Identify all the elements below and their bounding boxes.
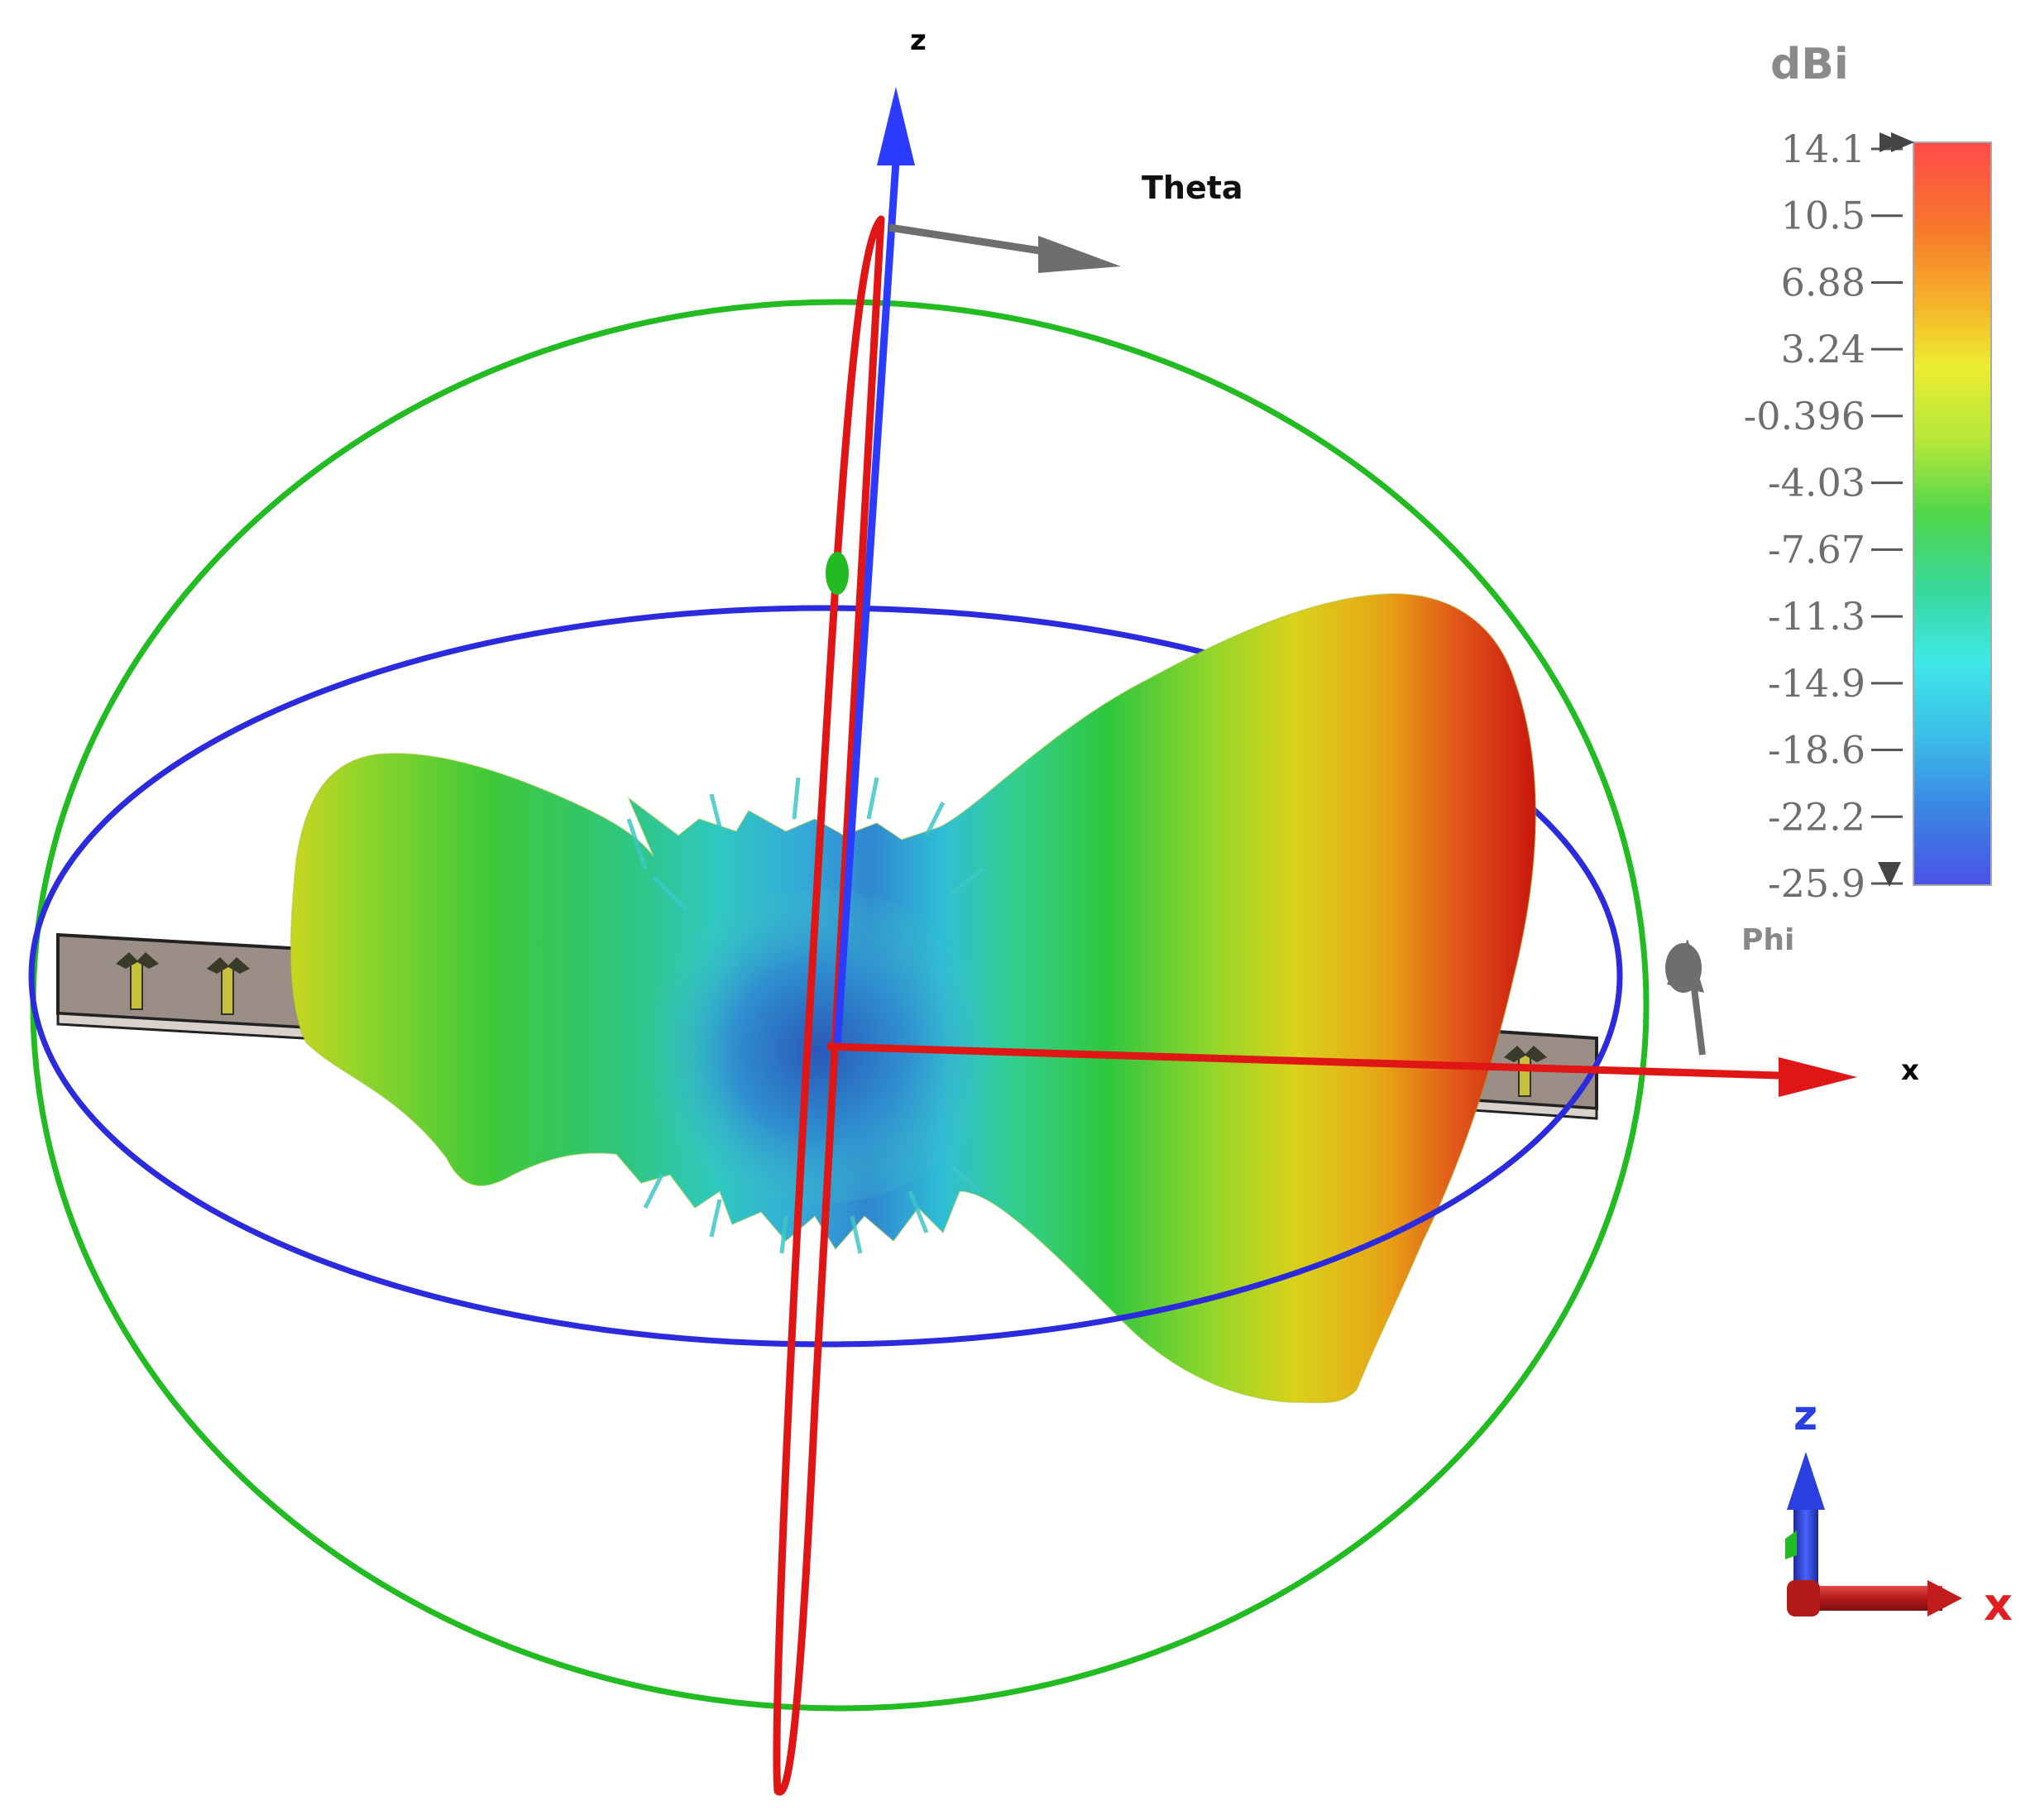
colorbar-tick-label: 10.5 [1781,194,1865,238]
z-axis-label: z [910,24,927,57]
triad-x-head [1927,1580,1962,1616]
triad-z-label: z [1793,1391,1817,1439]
x-axis-label: x [1901,1054,1919,1087]
colorbar-tick-label: -0.396 [1744,394,1865,438]
orientation-triad: z x [1785,1391,2013,1631]
triad-y-stub [1785,1530,1797,1559]
antenna-element-2 [207,957,250,1015]
colorbar-tick-label: -25.9 [1768,861,1865,906]
colorbar-max-marker [1880,132,1914,152]
theta-arrow [888,223,1121,273]
colorbar-tick-label: -18.6 [1768,728,1865,773]
cut-loop [773,215,885,1796]
colorbar-tick-label: 14.1 [1781,127,1865,171]
colorbar: dBi 14.1 10.5 6.88 3.24 -0.396 -4.03 -7.67 -11.… [1744,40,1992,906]
colorbar-tick-label: -14.9 [1768,661,1865,706]
colorbar-tick-label: -11.3 [1768,594,1865,639]
lobe-core [637,889,1001,1204]
colorbar-ticks: 14.1 10.5 6.88 3.24 -0.396 -4.03 -7.67 -11.3 -14… [1744,127,1903,906]
phi-label: Phi [1741,923,1794,957]
triad-z-head [1787,1452,1825,1510]
colorbar-gradient [1913,141,1992,886]
lobe-spikes [626,777,986,1254]
green-marker [826,552,849,595]
z-axis [833,87,915,1047]
phi-arrow [1665,939,1706,1056]
colorbar-tick-label: -7.67 [1768,527,1865,572]
theta-label: Theta [1142,170,1243,206]
triad-x-label: x [1984,1578,2013,1631]
x-axis [826,1042,1857,1097]
colorbar-min-marker [1878,862,1901,887]
colorbar-tick-label: 3.24 [1781,327,1865,371]
colorbar-unit: dBi [1770,40,1849,89]
colorbar-tick-label: -4.03 [1768,461,1865,505]
antenna-element-1 [116,952,159,1010]
phi-ring-front [28,975,1623,1348]
colorbar-tick-label: 6.88 [1781,260,1865,304]
colorbar-tick-label: -22.2 [1768,794,1865,839]
